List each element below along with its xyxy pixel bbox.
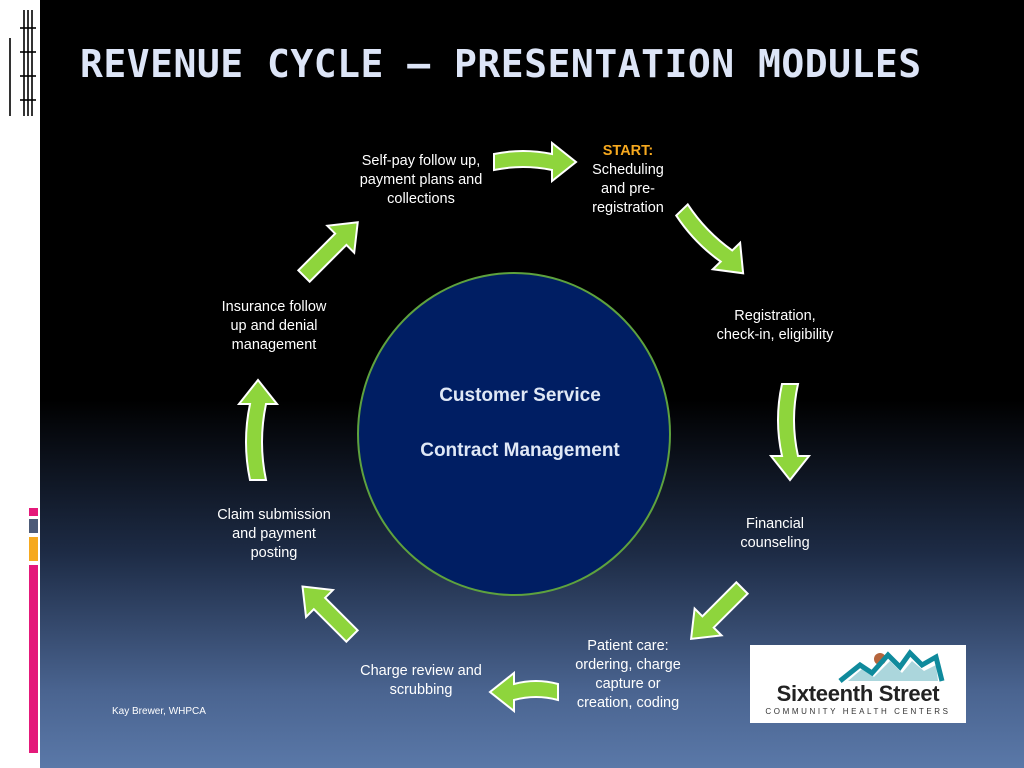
start-label: START: <box>602 143 654 159</box>
step-text-line: management <box>231 337 317 353</box>
step-financial-counseling: Financial counseling <box>715 515 835 553</box>
step-text-line: counseling <box>740 535 810 551</box>
step-text-line: Insurance follow <box>221 299 327 315</box>
accent-bar-pink-top <box>29 508 38 516</box>
arrow-financial-to-patient-care <box>689 580 750 641</box>
step-text-line: Registration, <box>734 308 816 324</box>
arrow-patient-care-to-charge <box>488 670 559 714</box>
step-text-line: check-in, eligibility <box>716 327 834 343</box>
step-text-line: Self-pay follow up, <box>361 153 481 169</box>
step-text-line: Claim submission <box>217 507 331 523</box>
arrow-claim-to-insurance <box>236 378 280 481</box>
step-text-line: Charge review and <box>360 663 482 679</box>
step-text-line: ordering, charge <box>575 657 681 673</box>
step-registration: Registration, check-in, eligibility <box>700 307 850 345</box>
step-text-line: Scheduling <box>592 162 664 178</box>
step-text-line: registration <box>592 200 664 216</box>
arrow-selfpay-to-start <box>493 140 578 184</box>
step-start-scheduling: START: Scheduling and pre- registration <box>568 142 688 218</box>
step-text-line: collections <box>387 191 455 207</box>
accent-bar-orange <box>29 537 38 561</box>
step-text-line: up and denial <box>230 318 318 334</box>
step-text-line: creation, coding <box>576 695 680 711</box>
step-self-pay: Self-pay follow up, payment plans and co… <box>345 152 497 209</box>
organization-logo: Sixteenth Street COMMUNITY HEALTH CENTER… <box>750 645 966 723</box>
accent-bar-slate <box>29 519 38 533</box>
center-circle <box>357 272 671 596</box>
strip-lines-graphic <box>9 10 36 116</box>
left-decorative-strip <box>0 0 40 768</box>
step-text-line: capture or <box>595 676 661 692</box>
step-text-line: payment plans and <box>359 172 483 188</box>
accent-bar-pink <box>29 565 38 753</box>
center-label-contract-management: Contract Management <box>420 440 620 461</box>
step-text-line: and payment <box>232 526 316 542</box>
arrow-charge-to-claim <box>301 585 360 644</box>
logo-name-text: Sixteenth Street <box>776 681 940 706</box>
step-charge-review: Charge review and scrubbing <box>345 662 497 700</box>
step-text-line: scrubbing <box>389 682 453 698</box>
center-label-customer-service: Customer Service <box>439 385 601 406</box>
footer-author: Kay Brewer, WHPCA <box>112 706 206 717</box>
step-text-line: posting <box>250 545 298 561</box>
step-text-line: Patient care: <box>587 638 669 654</box>
step-patient-care: Patient care: ordering, charge capture o… <box>560 637 696 713</box>
logo-subtitle-text: COMMUNITY HEALTH CENTERS <box>765 707 951 716</box>
mountain-logo-icon <box>838 649 945 683</box>
arrow-registration-to-financial <box>768 383 812 482</box>
step-claim-submission: Claim submission and payment posting <box>200 506 348 563</box>
slide-title: REVENUE CYCLE – PRESENTATION MODULES <box>80 42 922 86</box>
arrow-insurance-to-selfpay <box>296 221 359 284</box>
step-text-line: and pre- <box>600 181 655 197</box>
step-insurance-follow-up: Insurance follow up and denial managemen… <box>204 298 344 355</box>
step-text-line: Financial <box>745 516 805 532</box>
arrow-start-to-registration <box>674 202 745 275</box>
